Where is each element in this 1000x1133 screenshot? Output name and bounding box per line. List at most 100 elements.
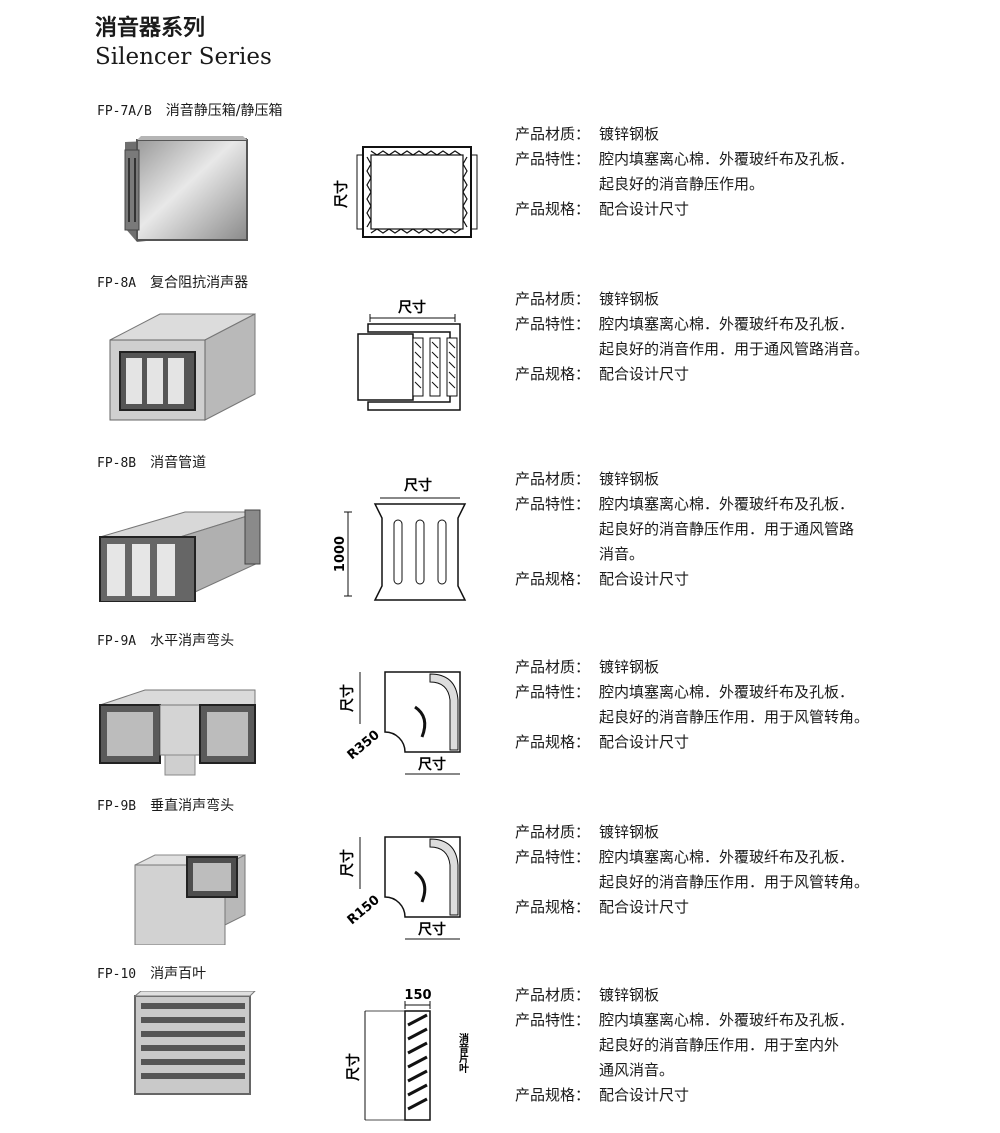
vertical-elbow-drawing: 尺寸 R150 尺寸 (339, 836, 461, 940)
dim-size-label: 尺寸 (345, 1053, 362, 1081)
features-line: 腔内填塞离心棉．外覆玻纤布及孔板． (599, 848, 855, 866)
material-label: 产品材质： (515, 290, 591, 308)
silencer-duct-drawing: 尺寸 1000 (333, 477, 467, 601)
dim-size-label: 尺寸 (418, 756, 446, 773)
product-heading: FP-9B 垂直消声弯头 (97, 795, 234, 815)
features-label: 产品特性： (515, 315, 591, 333)
page-title-zh: 消音器系列 (95, 16, 206, 41)
product-code: FP-9A (97, 634, 137, 649)
spec-label: 产品规格： (515, 365, 591, 383)
features-label: 产品特性： (515, 150, 591, 168)
product-code: FP-8B (97, 456, 137, 471)
spec-value: 配合设计尺寸 (599, 733, 690, 751)
static-pressure-box-drawing: 尺寸 (333, 146, 478, 238)
product-name: 水平消声弯头 (150, 633, 235, 649)
spec-value: 配合设计尺寸 (599, 1086, 690, 1104)
dim-size-label: 尺寸 (418, 921, 446, 938)
features-line: 起良好的消音静压作用．用于风管转角。 (599, 873, 870, 891)
product-name: 垂直消声弯头 (150, 798, 235, 814)
features-line: 腔内填塞离心棉．外覆玻纤布及孔板． (599, 150, 855, 168)
silencer-louver-photo (133, 991, 256, 1095)
material-label: 产品材质： (515, 470, 591, 488)
features-line: 通风消音。 (599, 1061, 675, 1079)
product-specs: 产品材质： 镀锌钢板 产品特性： 腔内填塞离心棉．外覆玻纤布及孔板． 起良好的消音静压… (515, 467, 909, 592)
material-label: 产品材质： (515, 823, 591, 841)
horizontal-elbow-photo (99, 689, 256, 776)
material-value: 镀锌钢板 (599, 986, 660, 1004)
product-heading: FP-7A/B 消音静压箱/静压箱 (97, 100, 283, 120)
spec-label: 产品规格： (515, 570, 591, 588)
material-value: 镀锌钢板 (599, 125, 660, 143)
material-value: 镀锌钢板 (599, 658, 660, 676)
product-name: 消音静压箱/静压箱 (165, 103, 283, 119)
impedance-silencer-drawing: 尺寸 (357, 299, 461, 411)
material-label: 产品材质： (515, 986, 591, 1004)
dim-size-label: 尺寸 (398, 299, 426, 316)
features-line: 腔内填塞离心棉．外覆玻纤布及孔板． (599, 1011, 855, 1029)
product-heading: FP-10 消声百叶 (97, 963, 206, 983)
product-code: FP-10 (97, 967, 137, 982)
spec-label: 产品规格： (515, 898, 591, 916)
product-name: 消音管道 (150, 455, 207, 471)
page-title-en: Silencer Series (95, 44, 272, 70)
dim-size-label: 尺寸 (339, 684, 356, 712)
material-value: 镀锌钢板 (599, 823, 660, 841)
product-heading: FP-8A 复合阻抗消声器 (97, 272, 248, 292)
spec-label: 产品规格： (515, 1086, 591, 1104)
spec-value: 配合设计尺寸 (599, 898, 690, 916)
product-fp-9b: FP-9B 垂直消声弯头 尺寸 R150 尺寸 产品材质： 镀锌钢板 产品特性： 腔内… (0, 795, 1000, 965)
product-specs: 产品材质： 镀锌钢板 产品特性： 腔内填塞离心棉．外覆玻纤布及孔板． 起良好的消音静压… (515, 820, 909, 920)
features-label: 产品特性： (515, 683, 591, 701)
dim-radius-label: R150 (345, 893, 383, 928)
product-fp-9a: FP-9A 水平消声弯头 尺寸 R350 尺寸 产品材质： 镀锌钢板 产品特性： 腔内… (0, 630, 1000, 800)
product-specs: 产品材质： 镀锌钢板 产品特性： 腔内填塞离心棉．外覆玻纤布及孔板． 起良好的消音静压… (515, 983, 909, 1108)
features-line: 起良好的消音作用．用于通风管路消音。 (599, 340, 870, 358)
material-label: 产品材质： (515, 125, 591, 143)
dim-size-label: 尺寸 (339, 849, 356, 877)
features-line: 起良好的消音静压作用。 (599, 175, 765, 193)
dim-length-label: 1000 (333, 536, 348, 572)
dim-size-label: 尺寸 (333, 180, 350, 208)
features-line: 腔内填塞离心棉．外覆玻纤布及孔板． (599, 495, 855, 513)
static-pressure-box-photo (124, 136, 248, 242)
features-line: 起良好的消音静压作用．用于通风管路 (599, 520, 855, 538)
features-line: 起良好的消音静压作用．用于风管转角。 (599, 708, 870, 726)
features-line: 腔内填塞离心棉．外覆玻纤布及孔板． (599, 315, 855, 333)
silencer-duct-photo (99, 509, 261, 602)
spec-value: 配合设计尺寸 (599, 570, 690, 588)
product-fp-10: FP-10 消声百叶 150 尺寸 消音片叶 产品材质： 镀锌钢板 产品特性： 腔内填… (0, 963, 1000, 1133)
product-fp-7ab: FP-7A/B 消音静压箱/静压箱 尺寸 产品材质： 镀锌钢板 产品特性： 腔内填塞离… (0, 100, 1000, 270)
product-specs: 产品材质： 镀锌钢板 产品特性： 腔内填塞离心棉．外覆玻纤布及孔板． 起良好的消音静压… (515, 655, 909, 755)
product-code: FP-9B (97, 799, 137, 814)
material-value: 镀锌钢板 (599, 470, 660, 488)
product-fp-8b: FP-8B 消音管道 尺寸 1000 产品材质： 镀锌钢板 产品特性： 腔内填塞离心棉… (0, 452, 1000, 622)
spec-value: 配合设计尺寸 (599, 200, 690, 218)
product-name: 消声百叶 (150, 966, 207, 982)
product-specs: 产品材质： 镀锌钢板 产品特性： 腔内填塞离心棉．外覆玻纤布及孔板． 起良好的消音静压… (515, 122, 909, 222)
dim-radius-label: R350 (345, 728, 383, 763)
product-heading: FP-9A 水平消声弯头 (97, 630, 234, 650)
product-code: FP-7A/B (97, 104, 152, 119)
features-label: 产品特性： (515, 1011, 591, 1029)
material-value: 镀锌钢板 (599, 290, 660, 308)
spec-label: 产品规格： (515, 733, 591, 751)
features-label: 产品特性： (515, 495, 591, 513)
features-line: 腔内填塞离心棉．外覆玻纤布及孔板． (599, 683, 855, 701)
material-label: 产品材质： (515, 658, 591, 676)
horizontal-elbow-drawing: 尺寸 R350 尺寸 (339, 671, 461, 775)
features-line: 起良好的消音静压作用．用于室内外 (599, 1036, 840, 1054)
dim-width-label: 150 (404, 988, 431, 1003)
product-heading: FP-8B 消音管道 (97, 452, 206, 472)
louver-blade-label: 消音片叶 (457, 1032, 469, 1074)
features-line: 消音。 (599, 545, 645, 563)
product-name: 复合阻抗消声器 (150, 275, 249, 291)
features-label: 产品特性： (515, 848, 591, 866)
silencer-louver-drawing: 150 尺寸 消音片叶 (345, 988, 469, 1121)
spec-label: 产品规格： (515, 200, 591, 218)
spec-value: 配合设计尺寸 (599, 365, 690, 383)
impedance-silencer-photo (109, 313, 256, 421)
product-fp-8a: FP-8A 复合阻抗消声器 尺寸 产品材质： 镀锌钢板 产品特性： 腔内填塞离心棉．外… (0, 272, 1000, 442)
dim-size-label: 尺寸 (404, 477, 432, 494)
product-code: FP-8A (97, 276, 137, 291)
product-specs: 产品材质： 镀锌钢板 产品特性： 腔内填塞离心棉．外覆玻纤布及孔板． 起良好的消音作用… (515, 287, 909, 387)
